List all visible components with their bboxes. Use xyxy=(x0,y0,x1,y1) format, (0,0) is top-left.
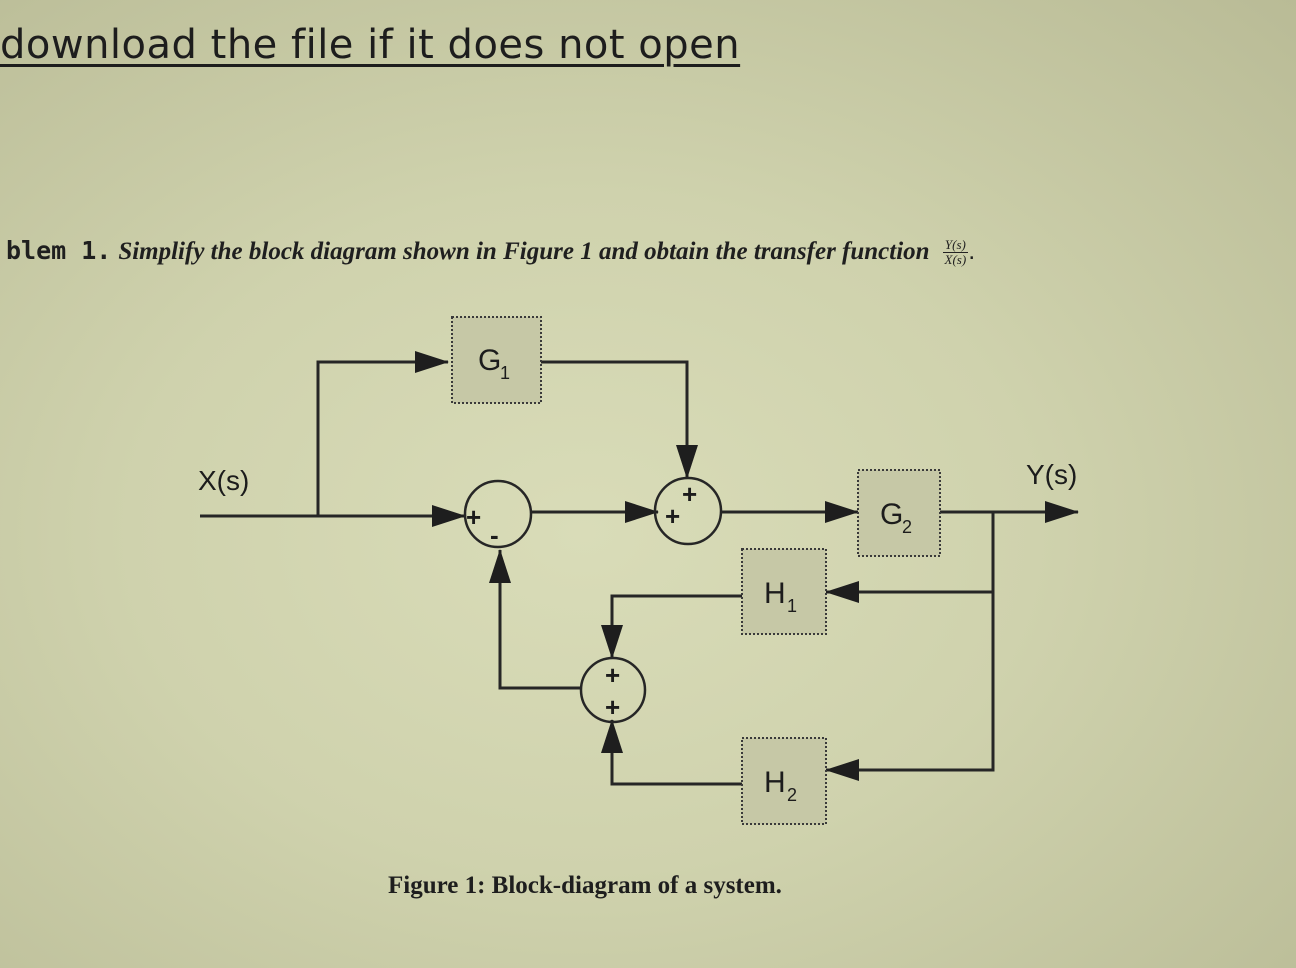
signal-wires xyxy=(200,351,1079,786)
sum1-plus-sign: + xyxy=(466,502,481,532)
sum3-bottom-plus-sign: + xyxy=(605,692,620,722)
block-h2: H 2 xyxy=(741,737,827,825)
summing-junction-3: + + xyxy=(579,656,647,724)
g1-to-sum2-wire xyxy=(541,360,698,479)
summing-junction-1: + - xyxy=(463,479,533,550)
block-h1: H 1 xyxy=(741,548,827,635)
tf-numerator: Y(s) xyxy=(942,237,969,253)
h2-to-sum3-wire xyxy=(601,719,742,786)
block-g1-letter: G xyxy=(478,344,501,377)
block-g2: G 2 xyxy=(857,469,941,557)
block-g1-subscript: 1 xyxy=(500,363,510,383)
block-h2-subscript: 2 xyxy=(787,785,797,805)
download-link[interactable]: download the file if it does not open xyxy=(0,22,741,68)
block-g2-subscript: 2 xyxy=(902,517,912,537)
h2-feedback-wire xyxy=(825,512,995,781)
problem-statement: blem 1. Simplify the block diagram shown… xyxy=(6,236,975,267)
block-h1-letter: H xyxy=(764,577,786,610)
sum3-top-plus-sign: + xyxy=(605,660,620,690)
h1-to-sum3-wire xyxy=(601,594,742,659)
block-g1: G 1 xyxy=(451,316,542,404)
end-punctuation: . xyxy=(968,237,976,265)
block-h1-subscript: 1 xyxy=(787,596,797,616)
sum1-minus-sign: - xyxy=(490,520,499,550)
problem-label: blem 1. xyxy=(6,236,112,265)
input-signal-label: X(s) xyxy=(198,465,249,496)
g1-feedforward-wire xyxy=(316,351,449,516)
sum3-to-sum1-wire xyxy=(489,549,582,690)
block-g2-letter: G xyxy=(880,498,903,531)
output-signal-label: Y(s) xyxy=(1026,459,1077,490)
tf-denominator: X(s) xyxy=(944,251,967,267)
sum2-top-plus-sign: + xyxy=(682,479,697,509)
figure-caption: Figure 1: Block-diagram of a system. xyxy=(388,872,782,899)
block-h2-letter: H xyxy=(764,766,786,799)
problem-text: Simplify the block diagram shown in Figu… xyxy=(118,238,930,265)
summing-junction-2: + + xyxy=(653,476,723,546)
transfer-function-fraction: Y(s) X(s) xyxy=(942,237,969,267)
sum2-left-plus-sign: + xyxy=(665,501,680,531)
